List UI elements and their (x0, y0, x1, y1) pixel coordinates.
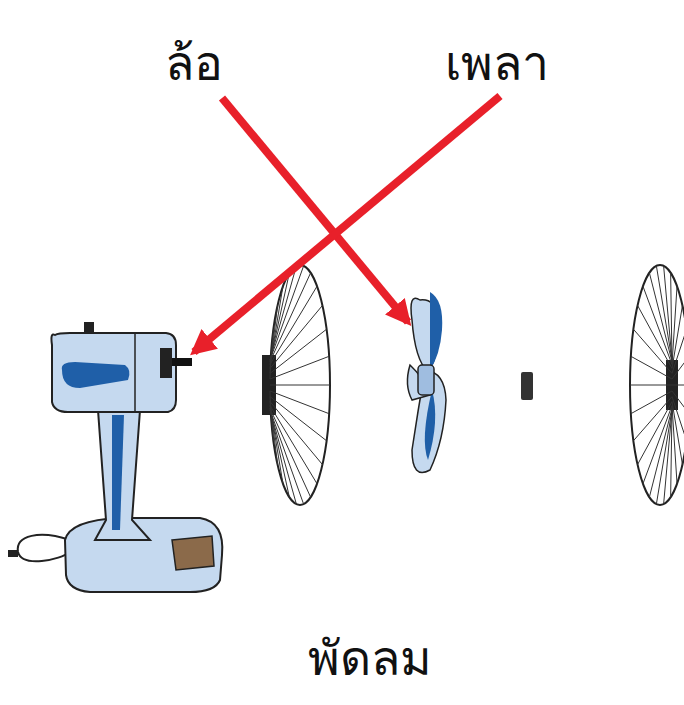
guard-spoke (633, 329, 672, 373)
caption: พัดลม (308, 630, 432, 688)
guard-spoke (270, 391, 329, 414)
guard-spoke (270, 356, 329, 379)
plug (8, 550, 18, 557)
guard-spoke (270, 329, 327, 373)
motor-front (160, 348, 172, 378)
guard-spoke (672, 385, 684, 386)
guard-spoke (643, 406, 672, 484)
guard-spoke (656, 266, 672, 360)
front-guard (630, 265, 684, 505)
leader-arrow (194, 96, 500, 352)
guard-spoke (270, 286, 317, 364)
guard-spoke (672, 406, 677, 484)
guard-spoke (270, 305, 322, 368)
guard-spoke (270, 406, 317, 484)
guard-spoke (643, 286, 672, 364)
guard-spoke (656, 410, 672, 504)
guard-spoke (270, 410, 296, 504)
guard-spoke (270, 410, 304, 504)
guard-spoke (633, 397, 672, 441)
part-label: เพลา (445, 35, 549, 93)
fan-base (65, 518, 222, 592)
guard-spoke (270, 391, 272, 414)
power-cord (18, 535, 70, 561)
control-buttons (172, 536, 214, 570)
guard-spoke (631, 391, 672, 414)
guard-spoke (638, 305, 672, 368)
part-label: ล้อ (165, 35, 223, 93)
motor-shaft (172, 358, 192, 366)
blade-nut (521, 372, 533, 400)
fan-stand (95, 410, 150, 540)
guard-spoke (672, 329, 684, 373)
guard-spoke (630, 385, 672, 386)
guard-spoke (270, 385, 330, 386)
housing-stripe (62, 362, 130, 388)
rear-guard (262, 265, 330, 505)
guard-spoke (671, 273, 672, 362)
motor-housing (51, 333, 176, 412)
guard-spoke (638, 402, 672, 465)
guard-spoke (672, 356, 684, 379)
guard-spoke (631, 356, 672, 379)
leader-arrow (222, 98, 408, 322)
stand-stripe (112, 415, 124, 530)
fan-blades (407, 292, 446, 473)
